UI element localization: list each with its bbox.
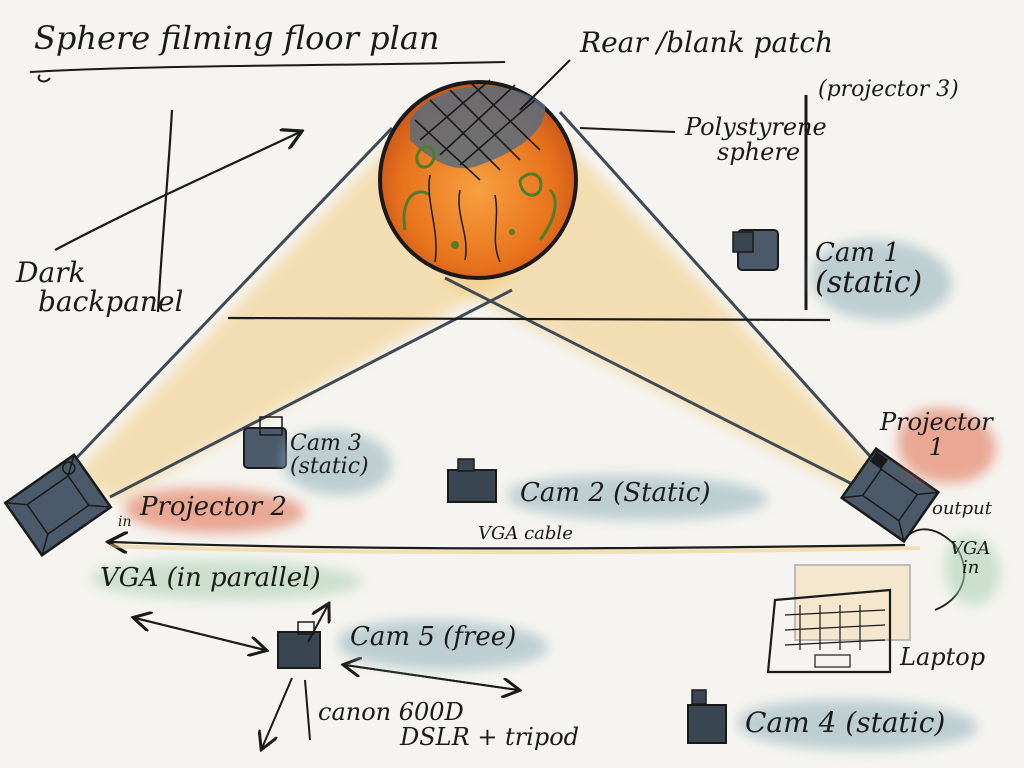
cam5-label: Cam 5 (free): [350, 622, 517, 652]
cable-wash: [109, 544, 921, 555]
cam1-label: Cam 1 (static): [815, 238, 923, 301]
label-leaders: [519, 59, 676, 133]
vga-in-label-line2: in: [962, 556, 980, 578]
cam3-label: Cam 3 (static): [290, 432, 369, 478]
rear-patch-label: Rear /blank patch: [580, 26, 834, 59]
vga-parallel-wash: [92, 560, 362, 600]
cam1-label-line1: Cam 1: [815, 238, 900, 268]
arrow-icon: [135, 605, 518, 748]
projector2-in-label: in: [118, 514, 132, 530]
projector1-label: Projector 1: [880, 408, 993, 462]
vga-cable: [110, 542, 906, 548]
backpanel-label-line1: Dark: [16, 256, 86, 289]
cam3-wash: [282, 430, 392, 495]
cam5-note-line2: DSLR + tripod: [400, 723, 580, 752]
cam5-note: canon 600D DSLR + tripod: [318, 698, 580, 752]
sphere-label-line2: sphere: [717, 138, 801, 167]
cam1-wash: [812, 240, 952, 320]
rear-patch-sub-label: (projector 3): [818, 77, 959, 102]
camera-icon: [447, 458, 497, 503]
output-label: output: [932, 498, 993, 519]
cam5-note-line1: canon 600D: [318, 698, 464, 726]
cam2-wash: [508, 475, 768, 520]
vga-parallel-label: VGA (in parallel): [100, 563, 321, 593]
dark-backpanel: [54, 95, 831, 322]
laptop-label: Laptop: [900, 643, 986, 671]
beam-outlines: [63, 110, 880, 499]
projector2-wash: [125, 488, 305, 533]
camera-icon: [687, 689, 727, 744]
sphere-icon: [378, 79, 578, 280]
projector2-label: Projector 2: [140, 492, 287, 522]
cam4-label: Cam 4 (static): [745, 706, 946, 739]
title-underline: [29, 61, 506, 83]
projector1-wash: [898, 408, 996, 483]
projector1-label-line1: Projector: [880, 408, 993, 436]
cam2-label: Cam 2 (Static): [520, 478, 711, 508]
vga-in-label: VGA in: [950, 538, 991, 578]
cam4-wash: [738, 700, 978, 750]
rear-patch-line1: Rear /blank patch: [580, 26, 834, 59]
cam3-label-line1: Cam 3: [290, 431, 362, 456]
sphere-label: Polystyrene sphere: [685, 113, 827, 167]
page-title: Sphere filming floor plan: [34, 19, 440, 57]
backpanel-label: Dark backpanel: [16, 258, 183, 317]
camera-icon: [732, 229, 779, 271]
cam1-label-line2: (static): [815, 265, 923, 301]
cam5-wash: [338, 620, 548, 670]
vga-in-label-line1: VGA: [950, 538, 991, 559]
backpanel-label-line2: backpanel: [38, 285, 184, 319]
vga-cable-label: VGA cable: [478, 523, 573, 544]
vga-in-wash: [945, 535, 1000, 605]
laptop-icon: [766, 564, 911, 674]
projector-icon: [839, 446, 941, 544]
projector1-label-line2: 1: [928, 433, 944, 462]
sphere-label-line1: Polystyrene: [685, 113, 827, 141]
cam3-label-line2: (static): [290, 454, 369, 480]
camera-icon: [277, 621, 321, 669]
projector-icon: [3, 452, 113, 558]
